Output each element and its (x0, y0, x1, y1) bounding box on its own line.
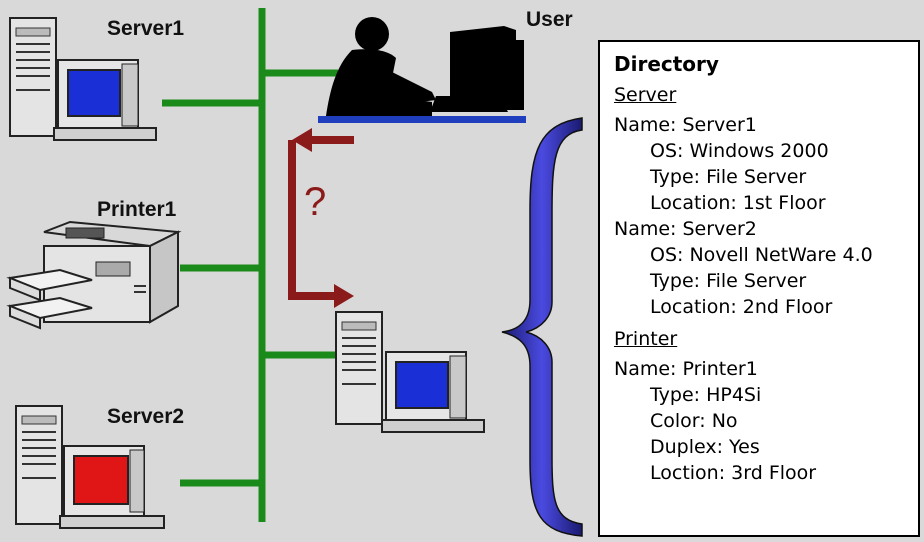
server2-location: Location: 2nd Floor (650, 296, 833, 318)
arrow-to-workstation (288, 284, 354, 308)
query-arrows (288, 128, 354, 308)
server1-location: Location: 1st Floor (650, 192, 826, 214)
printer1-label: Printer1 (97, 198, 177, 221)
server2-type: Type: File Server (650, 270, 807, 292)
workstation-icon (335, 311, 485, 433)
server2-os: OS: Novell NetWare 4.0 (650, 244, 873, 266)
directory-panel: Directory Server Name: Server1 OS: Windo… (598, 40, 920, 537)
user-monitor (450, 26, 516, 110)
printer1-icon (6, 220, 182, 330)
server1-name: Name: Server1 (614, 114, 757, 136)
printer1-location: Loction: 3rd Floor (650, 462, 817, 484)
server1-icon (9, 17, 157, 141)
user-label: User (526, 8, 573, 31)
printer1-duplex: Duplex: Yes (650, 436, 760, 458)
server1-label: Server1 (107, 17, 185, 40)
user-icon (318, 17, 526, 123)
printer-heading: Printer (614, 328, 678, 350)
directory-title: Directory (614, 52, 719, 76)
question-mark: ? (304, 180, 327, 224)
arrow-vertical (288, 140, 296, 300)
directory-brace (501, 117, 583, 537)
printer1-name: Name: Printer1 (614, 358, 758, 380)
printer1-type: Type: HP4Si (650, 384, 762, 406)
server1-type: Type: File Server (650, 166, 807, 188)
server1-os: OS: Windows 2000 (650, 140, 829, 162)
server2-icon (15, 405, 165, 529)
user-desk (318, 116, 526, 123)
server2-name: Name: Server2 (614, 218, 757, 240)
server2-label: Server2 (107, 405, 185, 428)
printer1-color: Color: No (650, 410, 738, 432)
network-lines (162, 8, 338, 522)
server-heading: Server (614, 84, 677, 106)
arrow-to-user (292, 128, 354, 152)
